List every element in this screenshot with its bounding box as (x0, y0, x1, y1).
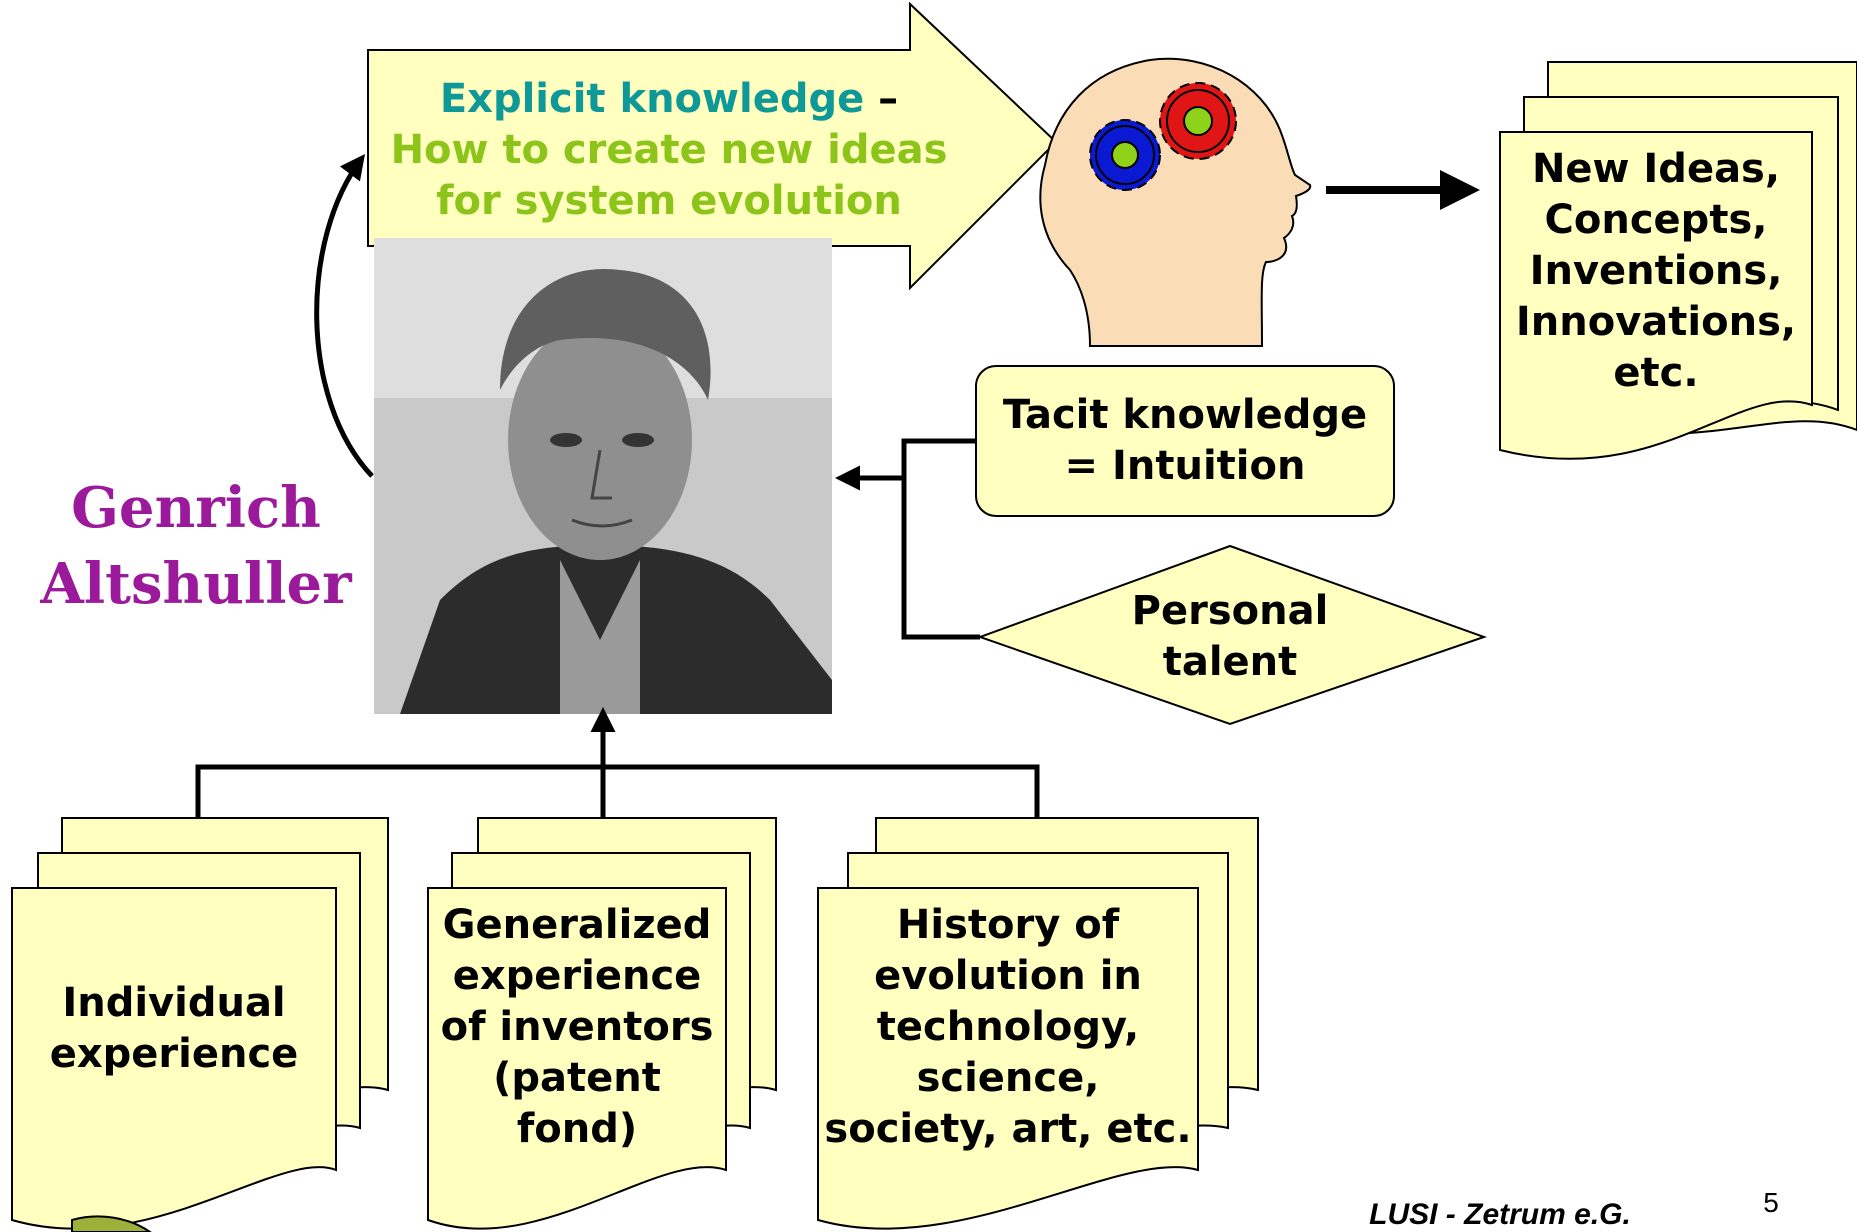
explicit-knowledge-line1: Explicit knowledge – (380, 74, 958, 125)
blue-gear-icon (1089, 119, 1161, 191)
person-name: Genrich Altshuller (20, 470, 372, 622)
output-line-4: Innovations, (1515, 299, 1797, 345)
history-line4: science, (916, 1055, 1100, 1101)
history-document-stack (817, 817, 1259, 1230)
curved-feedback-arrow (314, 154, 374, 478)
explicit-knowledge-dash: – (864, 76, 899, 122)
output-line-3: Inventions, (1529, 248, 1783, 294)
footer-organization: LUSI - Zetrum e.G. (1369, 1198, 1631, 1231)
individual-experience-text: Individual experience (14, 978, 334, 1080)
red-gear-icon (1159, 82, 1237, 160)
individual-experience-line1: Individual (62, 980, 286, 1026)
explicit-knowledge-text: Explicit knowledge – How to create new i… (380, 74, 958, 227)
generalized-experience-document-stack (427, 817, 777, 1230)
individual-experience-line2: experience (49, 1031, 299, 1077)
history-text: History of evolution in technology, scie… (820, 900, 1196, 1155)
output-line-5: etc. (1613, 350, 1699, 396)
outputs-text: New Ideas, Concepts, Inventions, Innovat… (1504, 144, 1808, 399)
personal-talent-line2: talent (1162, 639, 1298, 685)
history-line5: society, art, etc. (824, 1106, 1192, 1152)
tacit-knowledge-text: Tacit knowledge = Intuition (980, 390, 1390, 492)
tacit-knowledge-line2: = Intuition (1064, 443, 1306, 489)
generalized-line3: of inventors (440, 1004, 714, 1050)
personal-talent-text: Personal talent (1100, 586, 1360, 688)
history-line3: technology, (876, 1004, 1140, 1050)
output-line-2: Concepts, (1544, 197, 1768, 243)
person-last-name: Altshuller (40, 551, 352, 617)
generalized-line4: (patent (493, 1055, 661, 1101)
personal-talent-diamond (977, 544, 1488, 726)
generalized-line5: fond) (516, 1106, 638, 1152)
history-line1: History of (896, 902, 1120, 948)
personal-talent-line1: Personal (1131, 588, 1329, 634)
corner-logo-fragment (71, 1215, 152, 1232)
individual-experience-document-stack (11, 817, 389, 1230)
person-first-name: Genrich (71, 475, 321, 541)
portrait-photo (374, 238, 832, 714)
outputs-document-stack (1499, 61, 1857, 460)
explicit-knowledge-line2: How to create new ideas (390, 127, 948, 173)
explicit-knowledge-line3: for system evolution (436, 178, 902, 224)
generalized-experience-text: Generalized experience of inventors (pat… (430, 900, 724, 1155)
output-line-1: New Ideas, (1531, 146, 1781, 192)
history-line2: evolution in (874, 953, 1142, 999)
generalized-line1: Generalized (442, 902, 712, 948)
explicit-knowledge-term: Explicit knowledge (439, 76, 865, 122)
intuition-connector (835, 438, 980, 640)
tacit-knowledge-line1: Tacit knowledge (1002, 392, 1368, 438)
sources-connector (195, 707, 1040, 818)
page-number: 5 (1763, 1187, 1779, 1218)
generalized-line2: experience (452, 953, 702, 999)
